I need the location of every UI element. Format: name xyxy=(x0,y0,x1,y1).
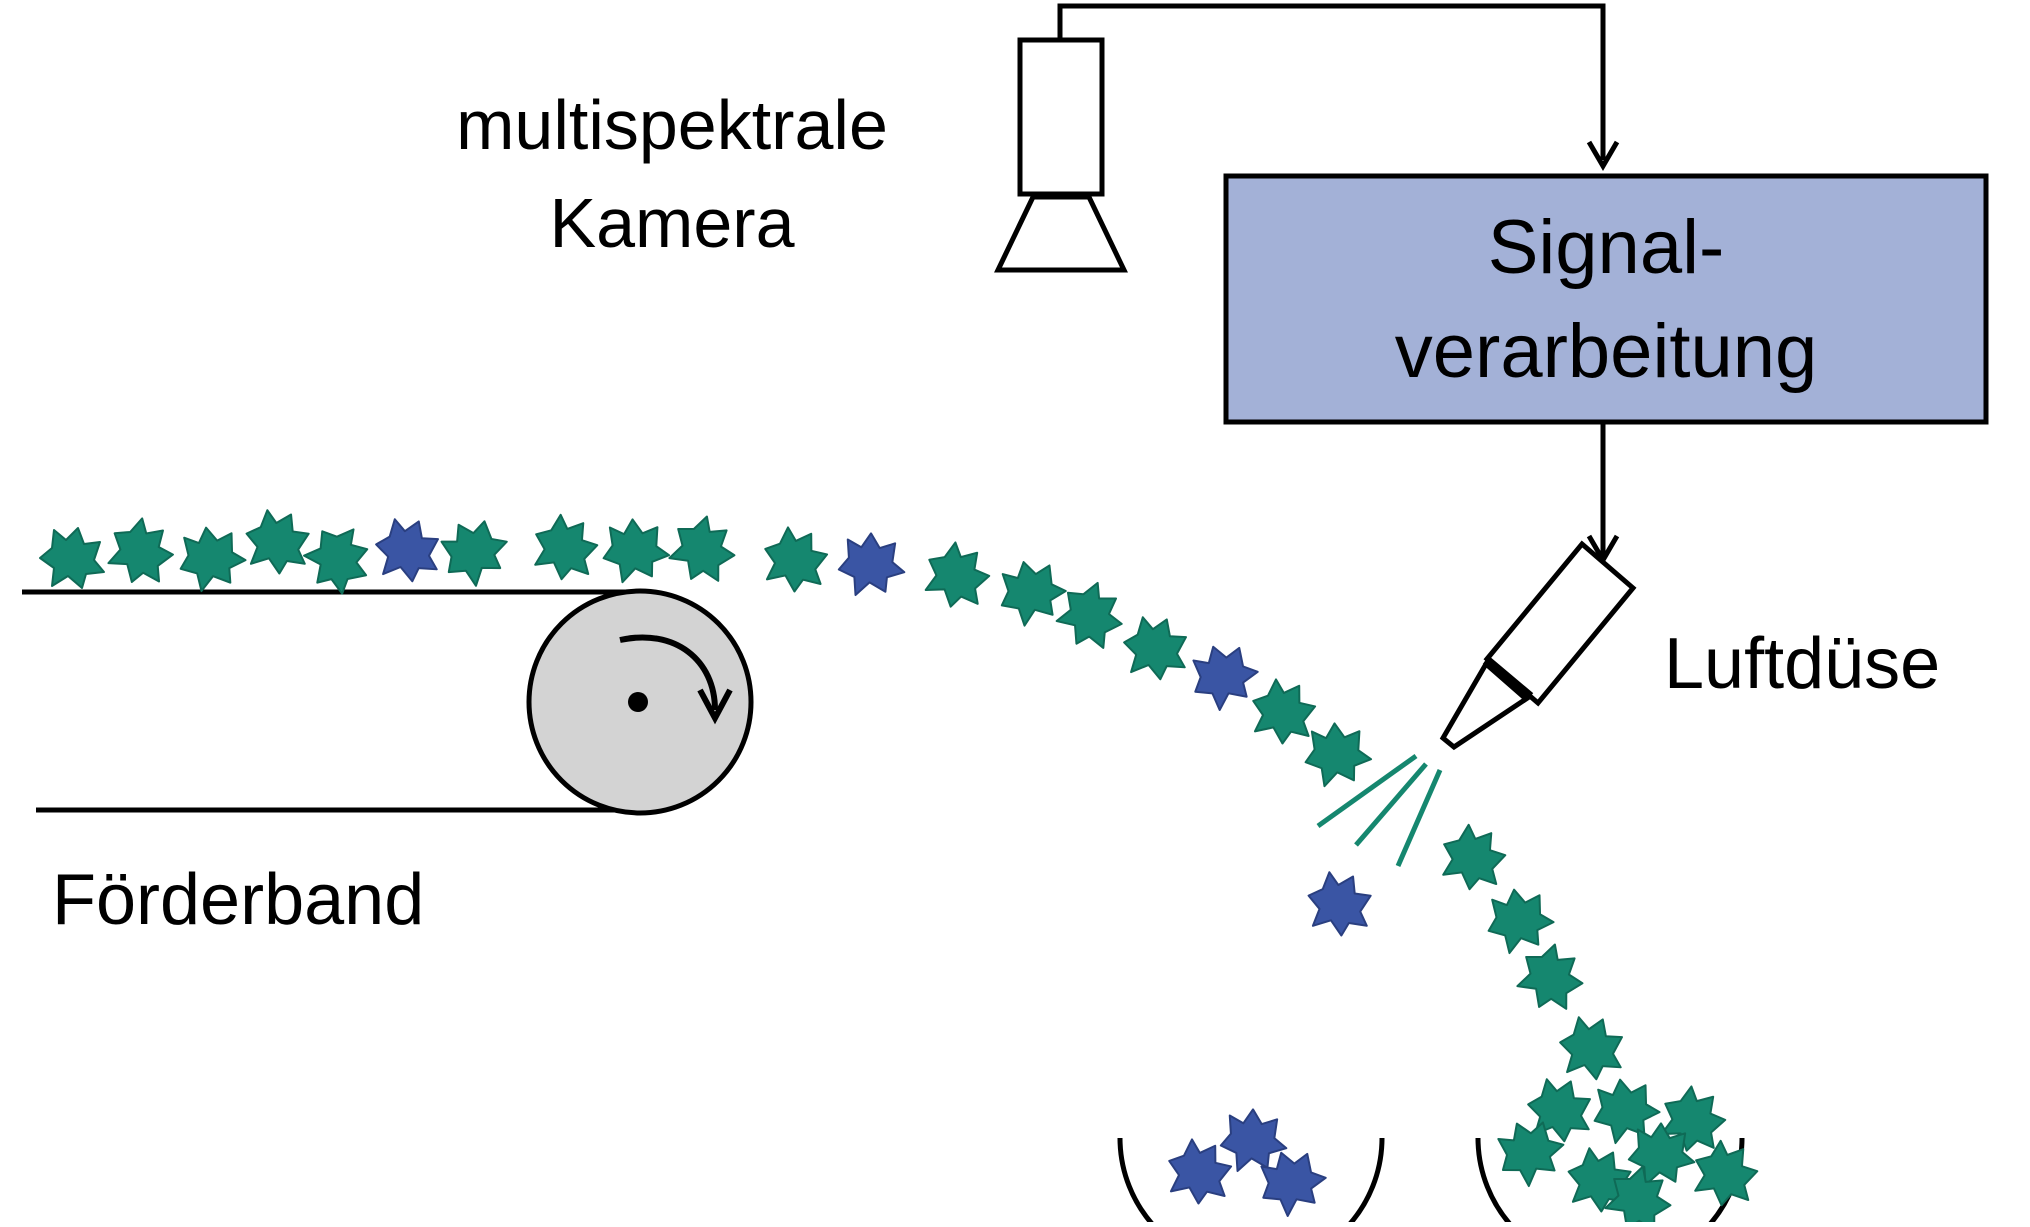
green-particle xyxy=(1477,879,1561,961)
air-jet-line xyxy=(1354,762,1428,847)
camera-signal-connector xyxy=(1057,3,1606,160)
green-particle xyxy=(169,517,253,599)
green-particle xyxy=(1682,1132,1768,1216)
camera-icon xyxy=(994,37,1128,273)
air-nozzle-icon xyxy=(1439,540,1637,751)
green-particle xyxy=(657,504,748,595)
signal-processing-box xyxy=(1223,173,1989,425)
camera-lens xyxy=(994,194,1128,273)
camera-body xyxy=(1017,37,1105,197)
nozzle-body xyxy=(1483,540,1637,707)
conveyor-belt xyxy=(22,588,754,816)
camera-label: multispektrale Kamera xyxy=(402,76,942,272)
green-particle xyxy=(1553,1011,1630,1085)
roller-axle xyxy=(628,692,648,712)
green-particle xyxy=(1241,671,1325,753)
air-jet-line xyxy=(1395,768,1443,868)
rotation-arrowhead xyxy=(697,688,733,725)
blue-particle xyxy=(369,513,446,587)
camera-label-line2: Kamera xyxy=(549,184,795,262)
green-particle xyxy=(913,532,1001,619)
green-particle xyxy=(1296,715,1377,793)
green-particle xyxy=(96,507,186,596)
green-particle xyxy=(753,519,837,601)
belt-label: Förderband xyxy=(52,860,425,940)
air-jet-line xyxy=(1316,753,1418,829)
green-particle xyxy=(594,511,675,589)
green-particle xyxy=(428,506,519,597)
camera-signal-arrowhead xyxy=(1586,140,1620,171)
air-jet xyxy=(1316,753,1443,868)
nozzle-tip xyxy=(1439,660,1531,751)
nozzle-collar xyxy=(1482,656,1534,701)
green-particle xyxy=(522,506,608,590)
green-particle xyxy=(1505,932,1596,1023)
green-particle xyxy=(237,503,318,581)
bin-rejected xyxy=(1117,1137,1385,1227)
signal-label-line1: Signal- xyxy=(1487,205,1725,290)
green-particle xyxy=(1117,611,1194,685)
green-particle xyxy=(39,527,105,589)
rotation-arrow xyxy=(619,634,718,711)
blue-particle xyxy=(832,527,909,601)
signal-processing-label: Signal- verarbeitung xyxy=(1226,196,1986,404)
green-particle xyxy=(1430,816,1516,900)
camera-label-line1: multispektrale xyxy=(456,86,888,164)
nozzle-label: Luftdüse xyxy=(1664,624,1941,704)
green-particle xyxy=(295,515,382,603)
green-particle xyxy=(1045,570,1136,661)
blue-particle xyxy=(1179,632,1267,719)
blue-particle xyxy=(1299,865,1380,943)
signal-label-line2: verarbeitung xyxy=(1394,309,1818,394)
